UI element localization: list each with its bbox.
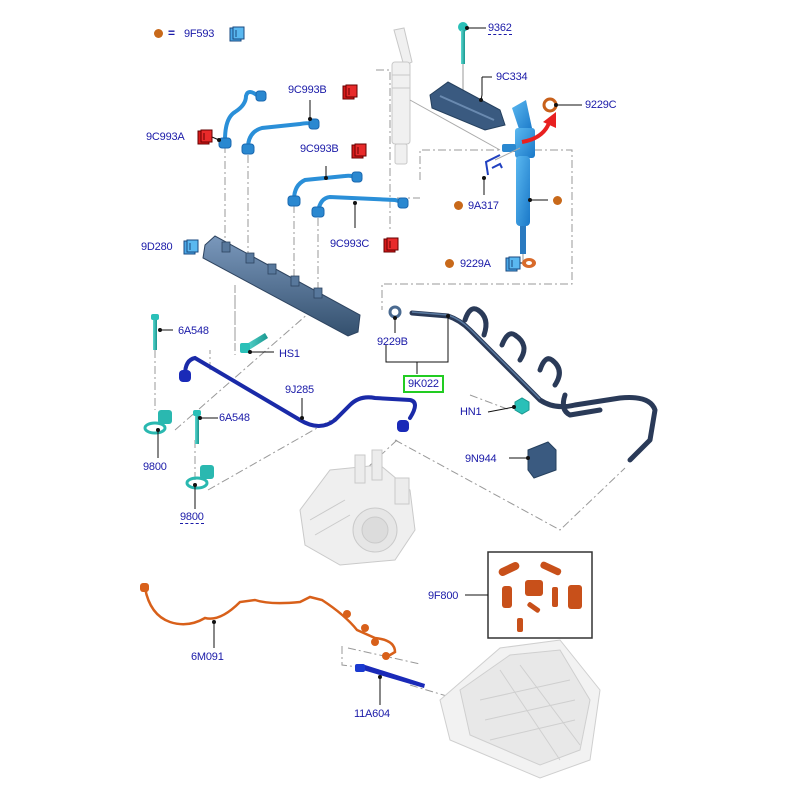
- blue-document-icon: [183, 239, 199, 255]
- harness-connectors: [140, 583, 390, 660]
- label-9F800[interactable]: 9F800: [428, 590, 459, 602]
- glow-plug-11A604: [356, 664, 425, 688]
- label-9800-b[interactable]: 9800: [180, 511, 204, 524]
- injector-ghost: [391, 27, 413, 165]
- pump-line-9J285: [183, 355, 417, 428]
- washer-hole: [526, 261, 532, 265]
- red-arrow-head-icon: [543, 112, 556, 128]
- label-6A548-low[interactable]: 6A548: [219, 412, 250, 424]
- legend-part-9F593[interactable]: 9F593: [184, 28, 215, 40]
- label-9C993B-mid[interactable]: 9C993B: [300, 143, 339, 155]
- bolt-6A548-top: [151, 314, 159, 350]
- bracket-9N944: [527, 441, 557, 479]
- label-9800-a[interactable]: 9800: [143, 461, 167, 473]
- injector-blue: [502, 100, 535, 262]
- leader-dots: [156, 26, 558, 679]
- guide: [409, 99, 501, 151]
- label-6A548-top[interactable]: 6A548: [178, 325, 209, 337]
- red-warning-document-icon: [383, 237, 399, 253]
- return-hose-9K022: [409, 306, 658, 463]
- label-9C993A[interactable]: 9C993A: [146, 131, 185, 143]
- injector-clamp-9C334: [429, 81, 506, 131]
- glow-plug-head: [355, 664, 365, 672]
- red-warning-document-icon: [351, 143, 367, 159]
- cylinder-head-ghost: [439, 639, 601, 779]
- bracket-9800-b: [185, 465, 214, 490]
- label-9C993C[interactable]: 9C993C: [330, 238, 370, 250]
- fuel-rail-9D280: [202, 235, 361, 337]
- blue-document-icon: [229, 26, 245, 42]
- leader-lines: [157, 27, 582, 705]
- fuel-pump-ghost: [299, 449, 416, 566]
- label-9229A[interactable]: 9229A: [460, 258, 491, 270]
- label-9229C[interactable]: 9229C: [585, 99, 617, 111]
- bracket-9800-a: [143, 410, 172, 435]
- bullet-9229A-icon: [445, 259, 454, 268]
- cap-kit-9F800: [487, 551, 593, 639]
- red-warning-document-icon: [342, 84, 358, 100]
- label-9C334[interactable]: 9C334: [496, 71, 528, 83]
- label-9J285[interactable]: 9J285: [285, 384, 314, 396]
- line-fittings: [218, 90, 409, 218]
- seal-9229B: [388, 305, 402, 319]
- bullet-injector-icon: [553, 196, 562, 205]
- pump-line-fitting: [179, 370, 191, 382]
- label-11A604[interactable]: 11A604: [354, 708, 390, 720]
- glow-plug-harness-6M091: [143, 587, 397, 660]
- bolt-6A548-low: [193, 410, 201, 444]
- label-9C993B-top[interactable]: 9C993B: [288, 84, 327, 96]
- legend-bullet-icon: [154, 29, 163, 38]
- label-HN1[interactable]: HN1: [460, 406, 482, 418]
- nut-HN1: [514, 397, 530, 415]
- label-9362[interactable]: 9362: [488, 22, 512, 35]
- label-9K022[interactable]: 9K022: [403, 375, 444, 393]
- bullet-9A317-icon: [454, 201, 463, 210]
- pump-line-fitting: [397, 420, 409, 432]
- label-9A317[interactable]: 9A317: [468, 200, 499, 212]
- clip-9A317: [484, 154, 503, 176]
- red-warning-document-icon: [197, 129, 213, 145]
- screw-HS1: [240, 333, 268, 353]
- assembly-guide-lines: [154, 69, 626, 701]
- label-9229B[interactable]: 9229B: [377, 336, 408, 348]
- blue-document-icon: [505, 256, 521, 272]
- legend-equals: =: [168, 26, 176, 40]
- label-9N944[interactable]: 9N944: [465, 453, 497, 465]
- label-6M091[interactable]: 6M091: [191, 651, 224, 663]
- label-9D280[interactable]: 9D280: [141, 241, 173, 253]
- label-HS1[interactable]: HS1: [279, 348, 300, 360]
